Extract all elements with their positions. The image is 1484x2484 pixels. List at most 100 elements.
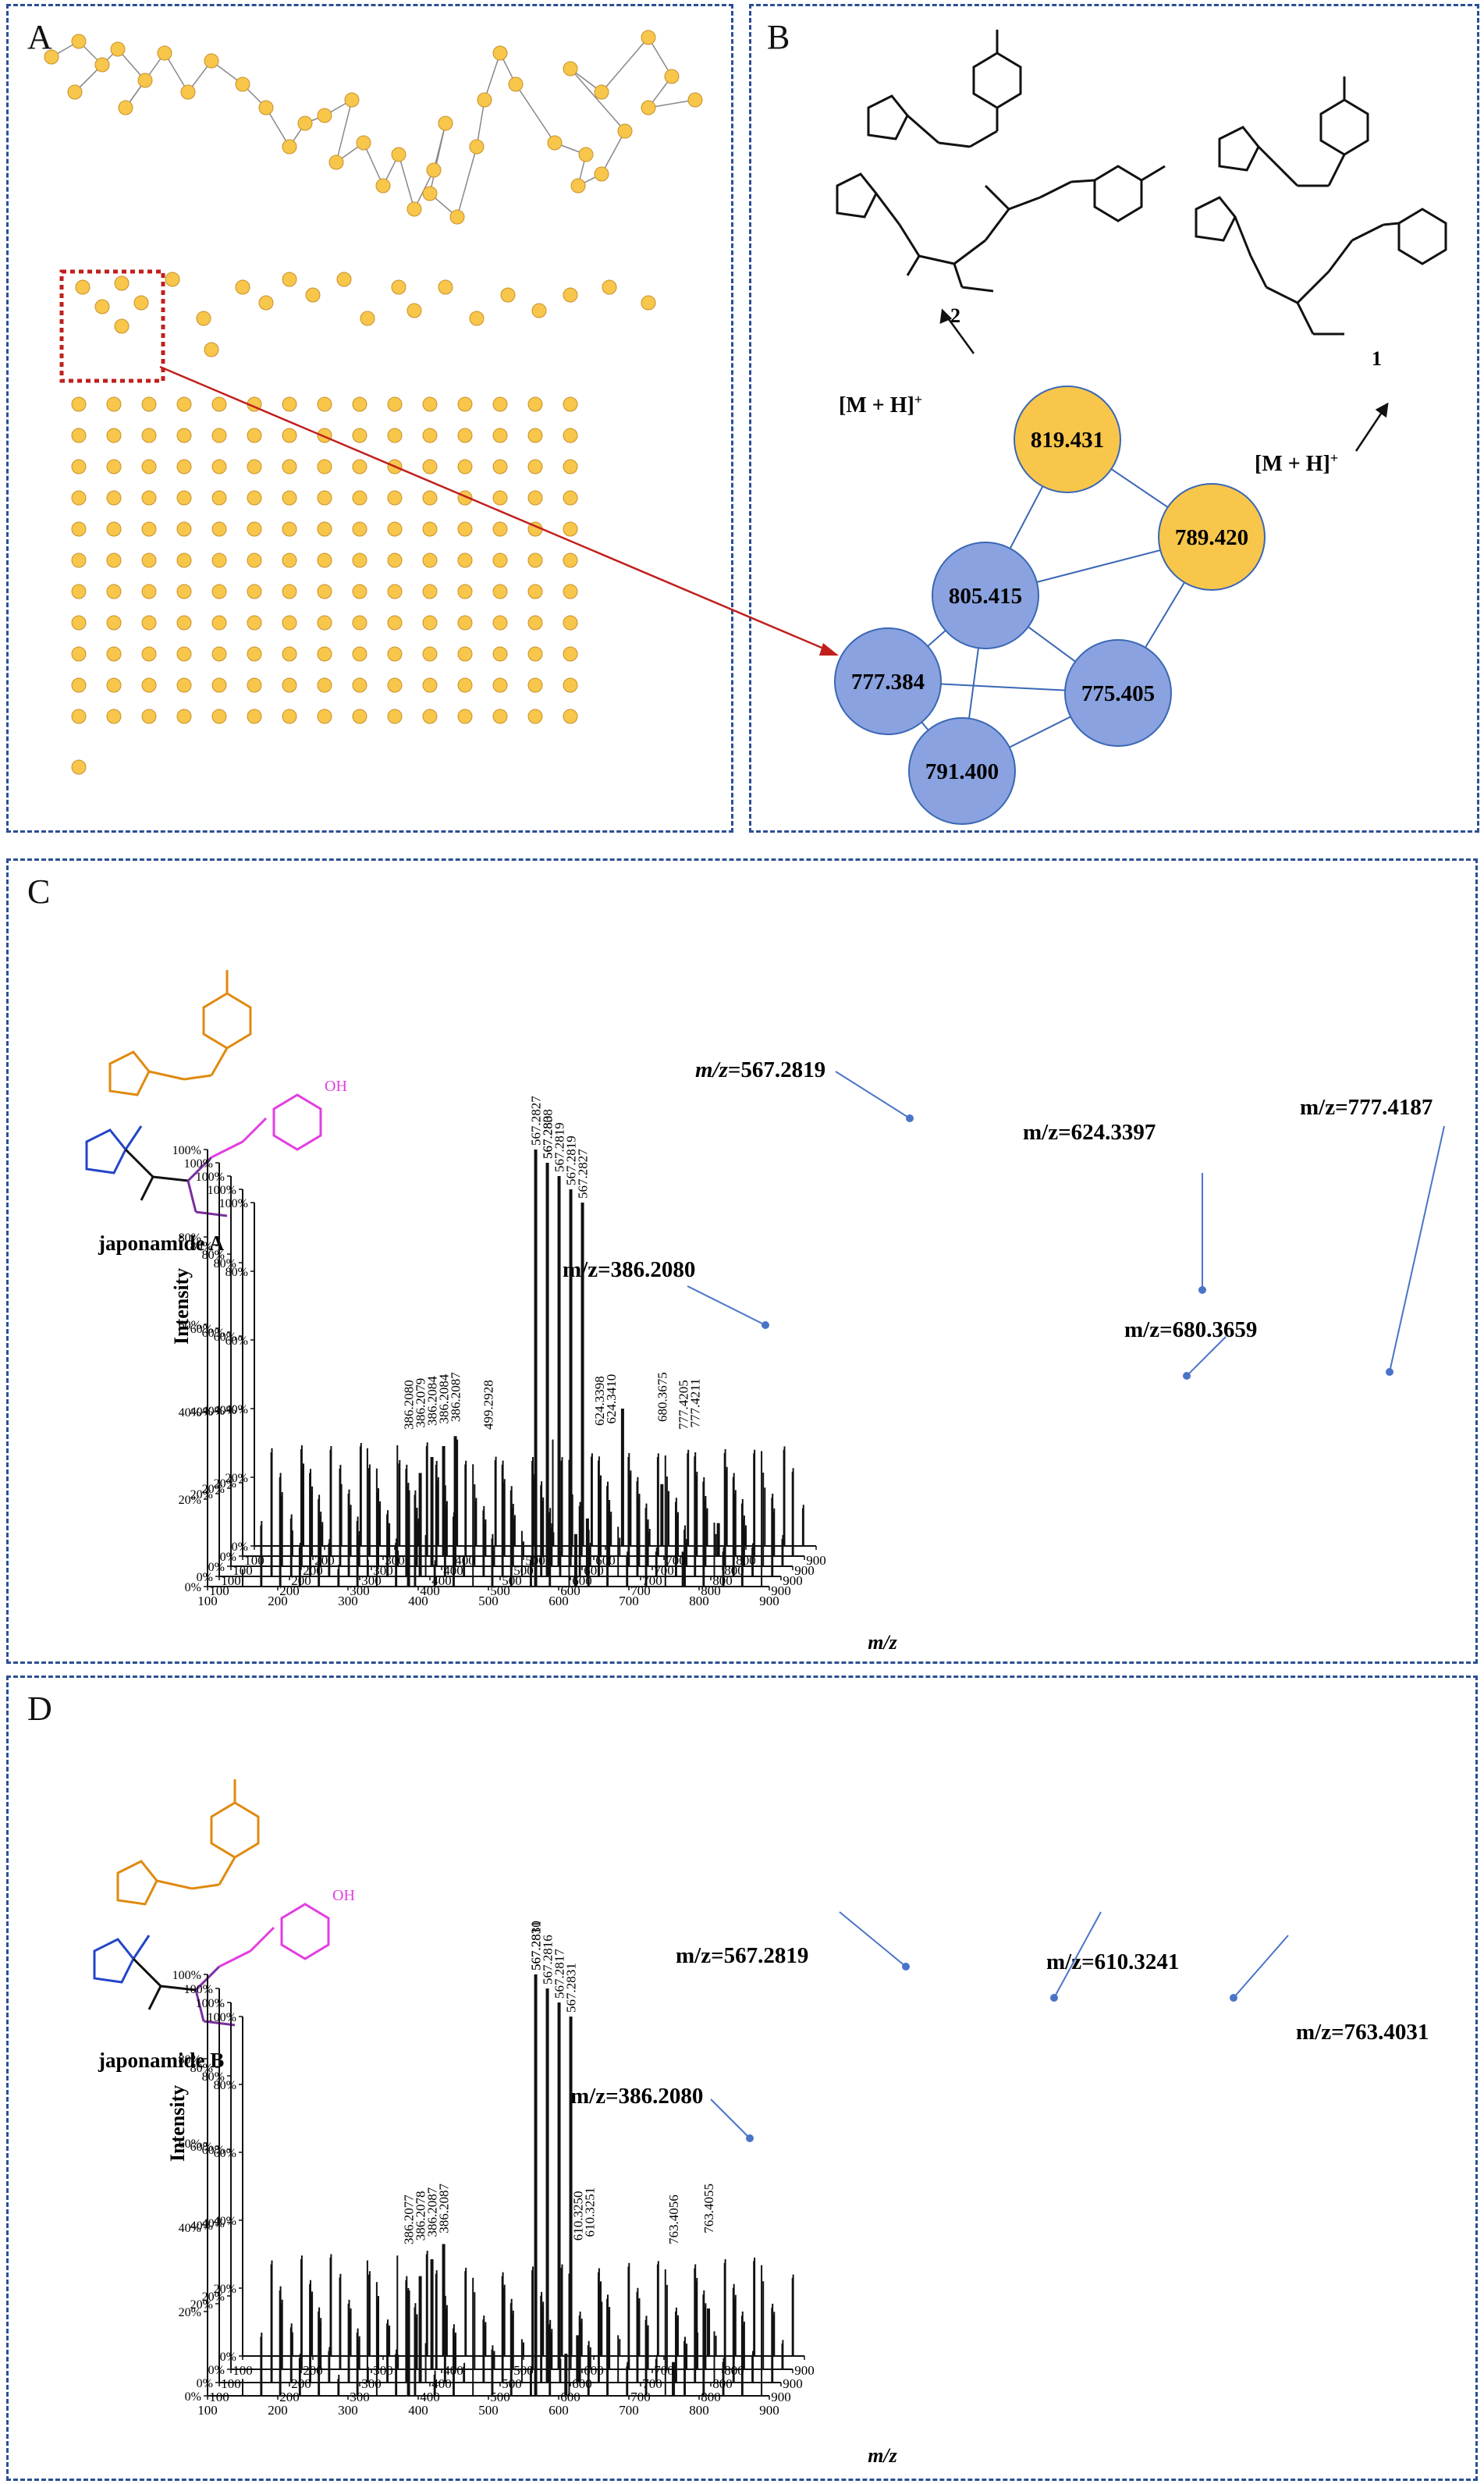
x-tick-label: 600 bbox=[584, 1563, 604, 1578]
network-node bbox=[211, 396, 227, 412]
x-tick-label: 100 bbox=[221, 1573, 241, 1588]
arrow-head bbox=[746, 2134, 754, 2142]
network-node bbox=[570, 178, 586, 194]
network-node bbox=[617, 123, 633, 139]
network-node bbox=[375, 178, 391, 194]
network-node bbox=[71, 490, 87, 506]
arrow-head bbox=[906, 1114, 914, 1122]
peak-label: 624.3398 bbox=[592, 1376, 607, 1426]
network-node bbox=[387, 677, 403, 693]
x-tick-label: 500 bbox=[478, 1594, 499, 1608]
y-tick-label: 20% bbox=[190, 2298, 213, 2312]
fragment-label-c-386: m/z=386.2080 bbox=[563, 1257, 696, 1282]
x-tick-label: 700 bbox=[619, 2403, 639, 2418]
y-tick-label: 60% bbox=[202, 2144, 225, 2157]
network-node bbox=[110, 41, 126, 57]
x-tick-label: 900 bbox=[759, 1594, 779, 1608]
network-node bbox=[438, 279, 453, 295]
network-node bbox=[387, 459, 403, 474]
network-node bbox=[247, 677, 262, 693]
x-tick-label: 700 bbox=[666, 1553, 686, 1568]
y-tick-label: 100% bbox=[184, 1157, 213, 1171]
y-tick-label: 60% bbox=[202, 1327, 225, 1340]
y-tick-label: 20% bbox=[202, 1483, 225, 1496]
network-node bbox=[211, 677, 227, 693]
network-node bbox=[247, 709, 262, 724]
network-node bbox=[422, 709, 438, 724]
compound-name-b: japonamide B bbox=[98, 2049, 225, 2072]
y-tick-label: 40% bbox=[214, 2215, 236, 2228]
network-node bbox=[477, 92, 492, 108]
peak-label: 777.4211 bbox=[688, 1378, 703, 1427]
network-node bbox=[563, 646, 578, 662]
network-node bbox=[317, 428, 332, 443]
peak-label: 567.2816 bbox=[541, 1935, 556, 1985]
panel-label-b: B bbox=[767, 18, 790, 56]
network-node bbox=[67, 84, 83, 100]
y-tick-label: 40% bbox=[225, 1403, 248, 1416]
y-tick-label: 20% bbox=[225, 1472, 248, 1485]
network-node bbox=[352, 553, 367, 568]
network-node bbox=[563, 553, 578, 568]
network-node bbox=[508, 76, 524, 92]
svg-text:791.400: 791.400 bbox=[925, 759, 999, 784]
network-node bbox=[457, 521, 473, 537]
x-tick-label: 800 bbox=[689, 2403, 709, 2418]
network-node bbox=[641, 295, 656, 311]
network-node bbox=[492, 615, 508, 631]
peak-label: 567.2831 bbox=[529, 1921, 544, 1970]
y-tick-label: 40% bbox=[190, 1405, 213, 1419]
network-node bbox=[247, 615, 262, 631]
peak-label: 567.2808 bbox=[541, 1109, 556, 1159]
network-node bbox=[422, 490, 438, 506]
network-node bbox=[141, 553, 157, 568]
x-tick-label: 100 bbox=[233, 1563, 253, 1578]
node-805: 805.415 bbox=[932, 542, 1039, 649]
y-tick-label: 0% bbox=[185, 1581, 201, 1594]
x-tick-label: 900 bbox=[771, 2390, 791, 2404]
y-tick-label: 40% bbox=[202, 2217, 225, 2230]
peak-labels-d: 386.2077386.2078386.2087386.2087567.2810… bbox=[402, 1921, 716, 2244]
network-node bbox=[133, 295, 149, 311]
y-tick-label: 80% bbox=[179, 2053, 201, 2066]
peak-label: 610.3250 bbox=[570, 2191, 585, 2241]
network-node bbox=[426, 162, 442, 178]
y-tick-label: 40% bbox=[179, 1406, 201, 1420]
x-tick-label: 400 bbox=[455, 1553, 475, 1568]
fragment-label-d-386: m/z=386.2080 bbox=[570, 2084, 704, 2109]
network-node bbox=[336, 272, 352, 287]
structure-2 bbox=[836, 30, 1166, 293]
network-node bbox=[356, 135, 371, 151]
network-node bbox=[563, 459, 578, 474]
network-node bbox=[547, 135, 563, 151]
x-tick-label: 400 bbox=[420, 1583, 440, 1598]
network-node bbox=[317, 108, 332, 123]
y-tick-label: 0% bbox=[220, 2351, 236, 2364]
x-tick-label: 800 bbox=[712, 2376, 733, 2391]
peak-label: 763.4056 bbox=[666, 2194, 681, 2244]
x-tick-label: 100 bbox=[197, 2403, 218, 2418]
fragment-label-c-567: m/z=567.2819 bbox=[695, 1057, 826, 1082]
peak-label: 386.2087 bbox=[449, 1372, 463, 1422]
network-node bbox=[106, 709, 122, 724]
network-node bbox=[247, 428, 262, 443]
arrow-head bbox=[762, 1321, 769, 1329]
network-node bbox=[141, 646, 157, 662]
network-node bbox=[602, 279, 617, 295]
y-tick-label: 0% bbox=[220, 1551, 236, 1564]
network-node bbox=[328, 155, 344, 170]
network-node bbox=[71, 459, 87, 474]
network-node bbox=[563, 709, 578, 724]
svg-text:OH: OH bbox=[325, 1078, 347, 1095]
network-node bbox=[297, 115, 313, 131]
node-791: 791.400 bbox=[908, 717, 1016, 825]
network-node bbox=[282, 584, 297, 599]
network-node bbox=[176, 459, 192, 474]
x-tick-label: 900 bbox=[783, 2376, 803, 2391]
network-node bbox=[282, 521, 297, 537]
network-node bbox=[71, 34, 87, 49]
network-node bbox=[457, 584, 473, 599]
network-nodes bbox=[44, 30, 703, 775]
network-node bbox=[317, 615, 332, 631]
